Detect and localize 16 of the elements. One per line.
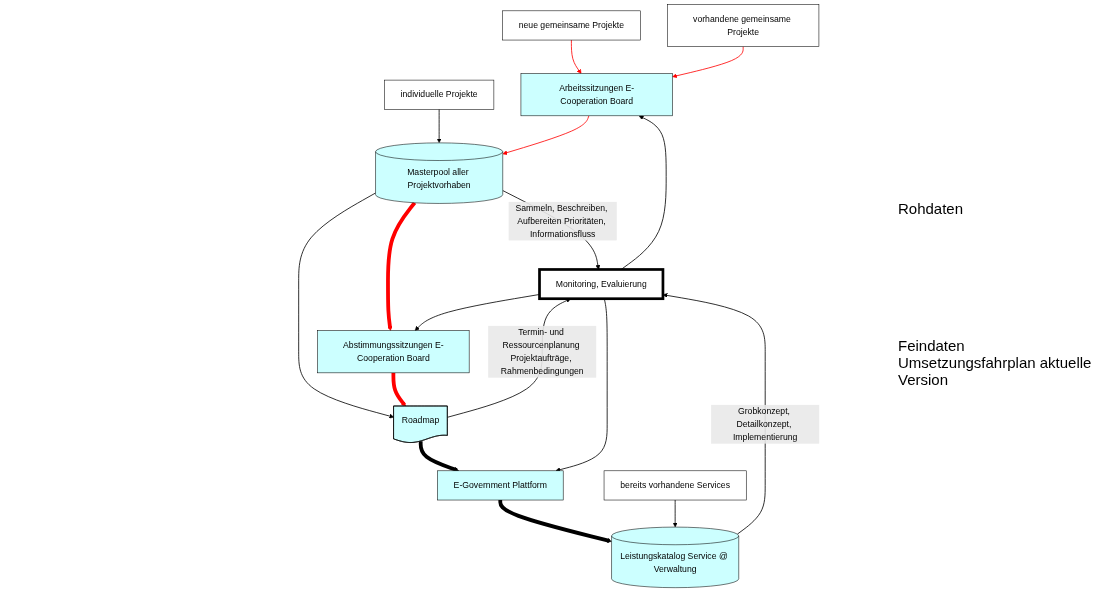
node-box: E-Government Plattform <box>437 470 564 501</box>
arrow <box>386 201 417 331</box>
node-box: Abstimmungssitzungen E-Cooperation Board <box>317 330 470 374</box>
side-note: Feindaten Umsetzungsfahrplan aktuelle Version <box>898 337 1093 388</box>
side-note: Rohdaten <box>898 200 965 217</box>
node-box: vorhandene gemeinsame Projekte <box>667 4 820 47</box>
edge-label: Termin- und Ressourcenplanung Projektaufträge, Rahmenbedingungen <box>500 327 584 376</box>
node-box: individuelle Projekte <box>384 79 495 110</box>
node-box: Monitoring, Evaluierung <box>538 268 665 301</box>
node-box: bereits vorhandene Services <box>603 470 747 501</box>
arrow <box>418 441 460 472</box>
edge-label: Sammeln, Beschreiben, Aufbereiten Prioritäten, Informationsfluss <box>515 203 608 239</box>
node-box: neue gemeinsame Projekte <box>502 10 641 41</box>
edge-label: Grobkonzept, Detailkonzept, Implementierung <box>732 406 798 442</box>
node-box: Arbeitssitzungen E-Cooperation Board <box>520 73 673 117</box>
arrow <box>391 372 406 407</box>
